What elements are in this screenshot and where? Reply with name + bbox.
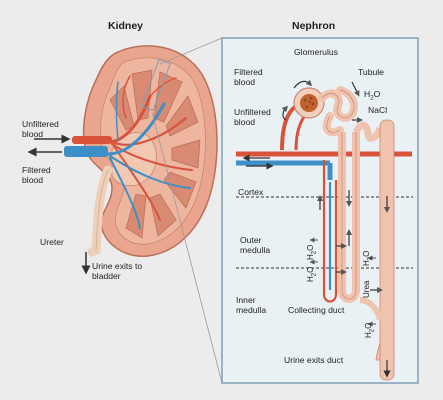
label-ureter: Ureter <box>40 237 64 247</box>
label-collecting-duct: Collecting duct <box>288 305 345 315</box>
kidney-arrows <box>27 134 91 275</box>
label-filtered-blood: Filtered blood <box>22 165 51 185</box>
label-unfiltered-blood: Unfiltered blood <box>22 119 59 139</box>
label-h2o-duct-lower: H2O <box>364 322 376 338</box>
label-urea: Urea <box>362 280 371 298</box>
label-urine-exits-duct: Urine exits duct <box>284 355 344 365</box>
label-glomerulus: Glomerulus <box>294 47 338 57</box>
label-nephron-unfiltered-blood: Unfiltered blood <box>234 107 271 127</box>
label-h2o-outer-medulla: H2O <box>306 244 318 260</box>
label-nacl: NaCl <box>368 105 388 115</box>
label-cortex: Cortex <box>238 187 264 197</box>
zoom-lines <box>151 37 223 384</box>
nephron-arrows <box>242 79 391 378</box>
nephron-heading: Nephron <box>292 20 336 32</box>
label-h2o-duct-upper: H2O <box>362 250 374 266</box>
kidney-heading: Kidney <box>108 20 144 32</box>
label-h2o-top: H2O <box>364 89 381 102</box>
water-flow-arrows <box>309 237 376 327</box>
nephron-illustration <box>236 86 413 381</box>
label-nephron-filtered-blood: Filtered blood <box>234 67 263 87</box>
label-urine-exits-bladder: Urine exits to bladder <box>92 261 143 281</box>
label-outer-medulla: Outer medulla <box>240 235 271 255</box>
label-inner-medulla: Inner medulla <box>236 295 267 315</box>
kidney-illustration <box>64 45 218 257</box>
label-h2o-inner-medulla: H2O <box>306 266 318 282</box>
label-tubule: Tubule <box>358 67 384 77</box>
